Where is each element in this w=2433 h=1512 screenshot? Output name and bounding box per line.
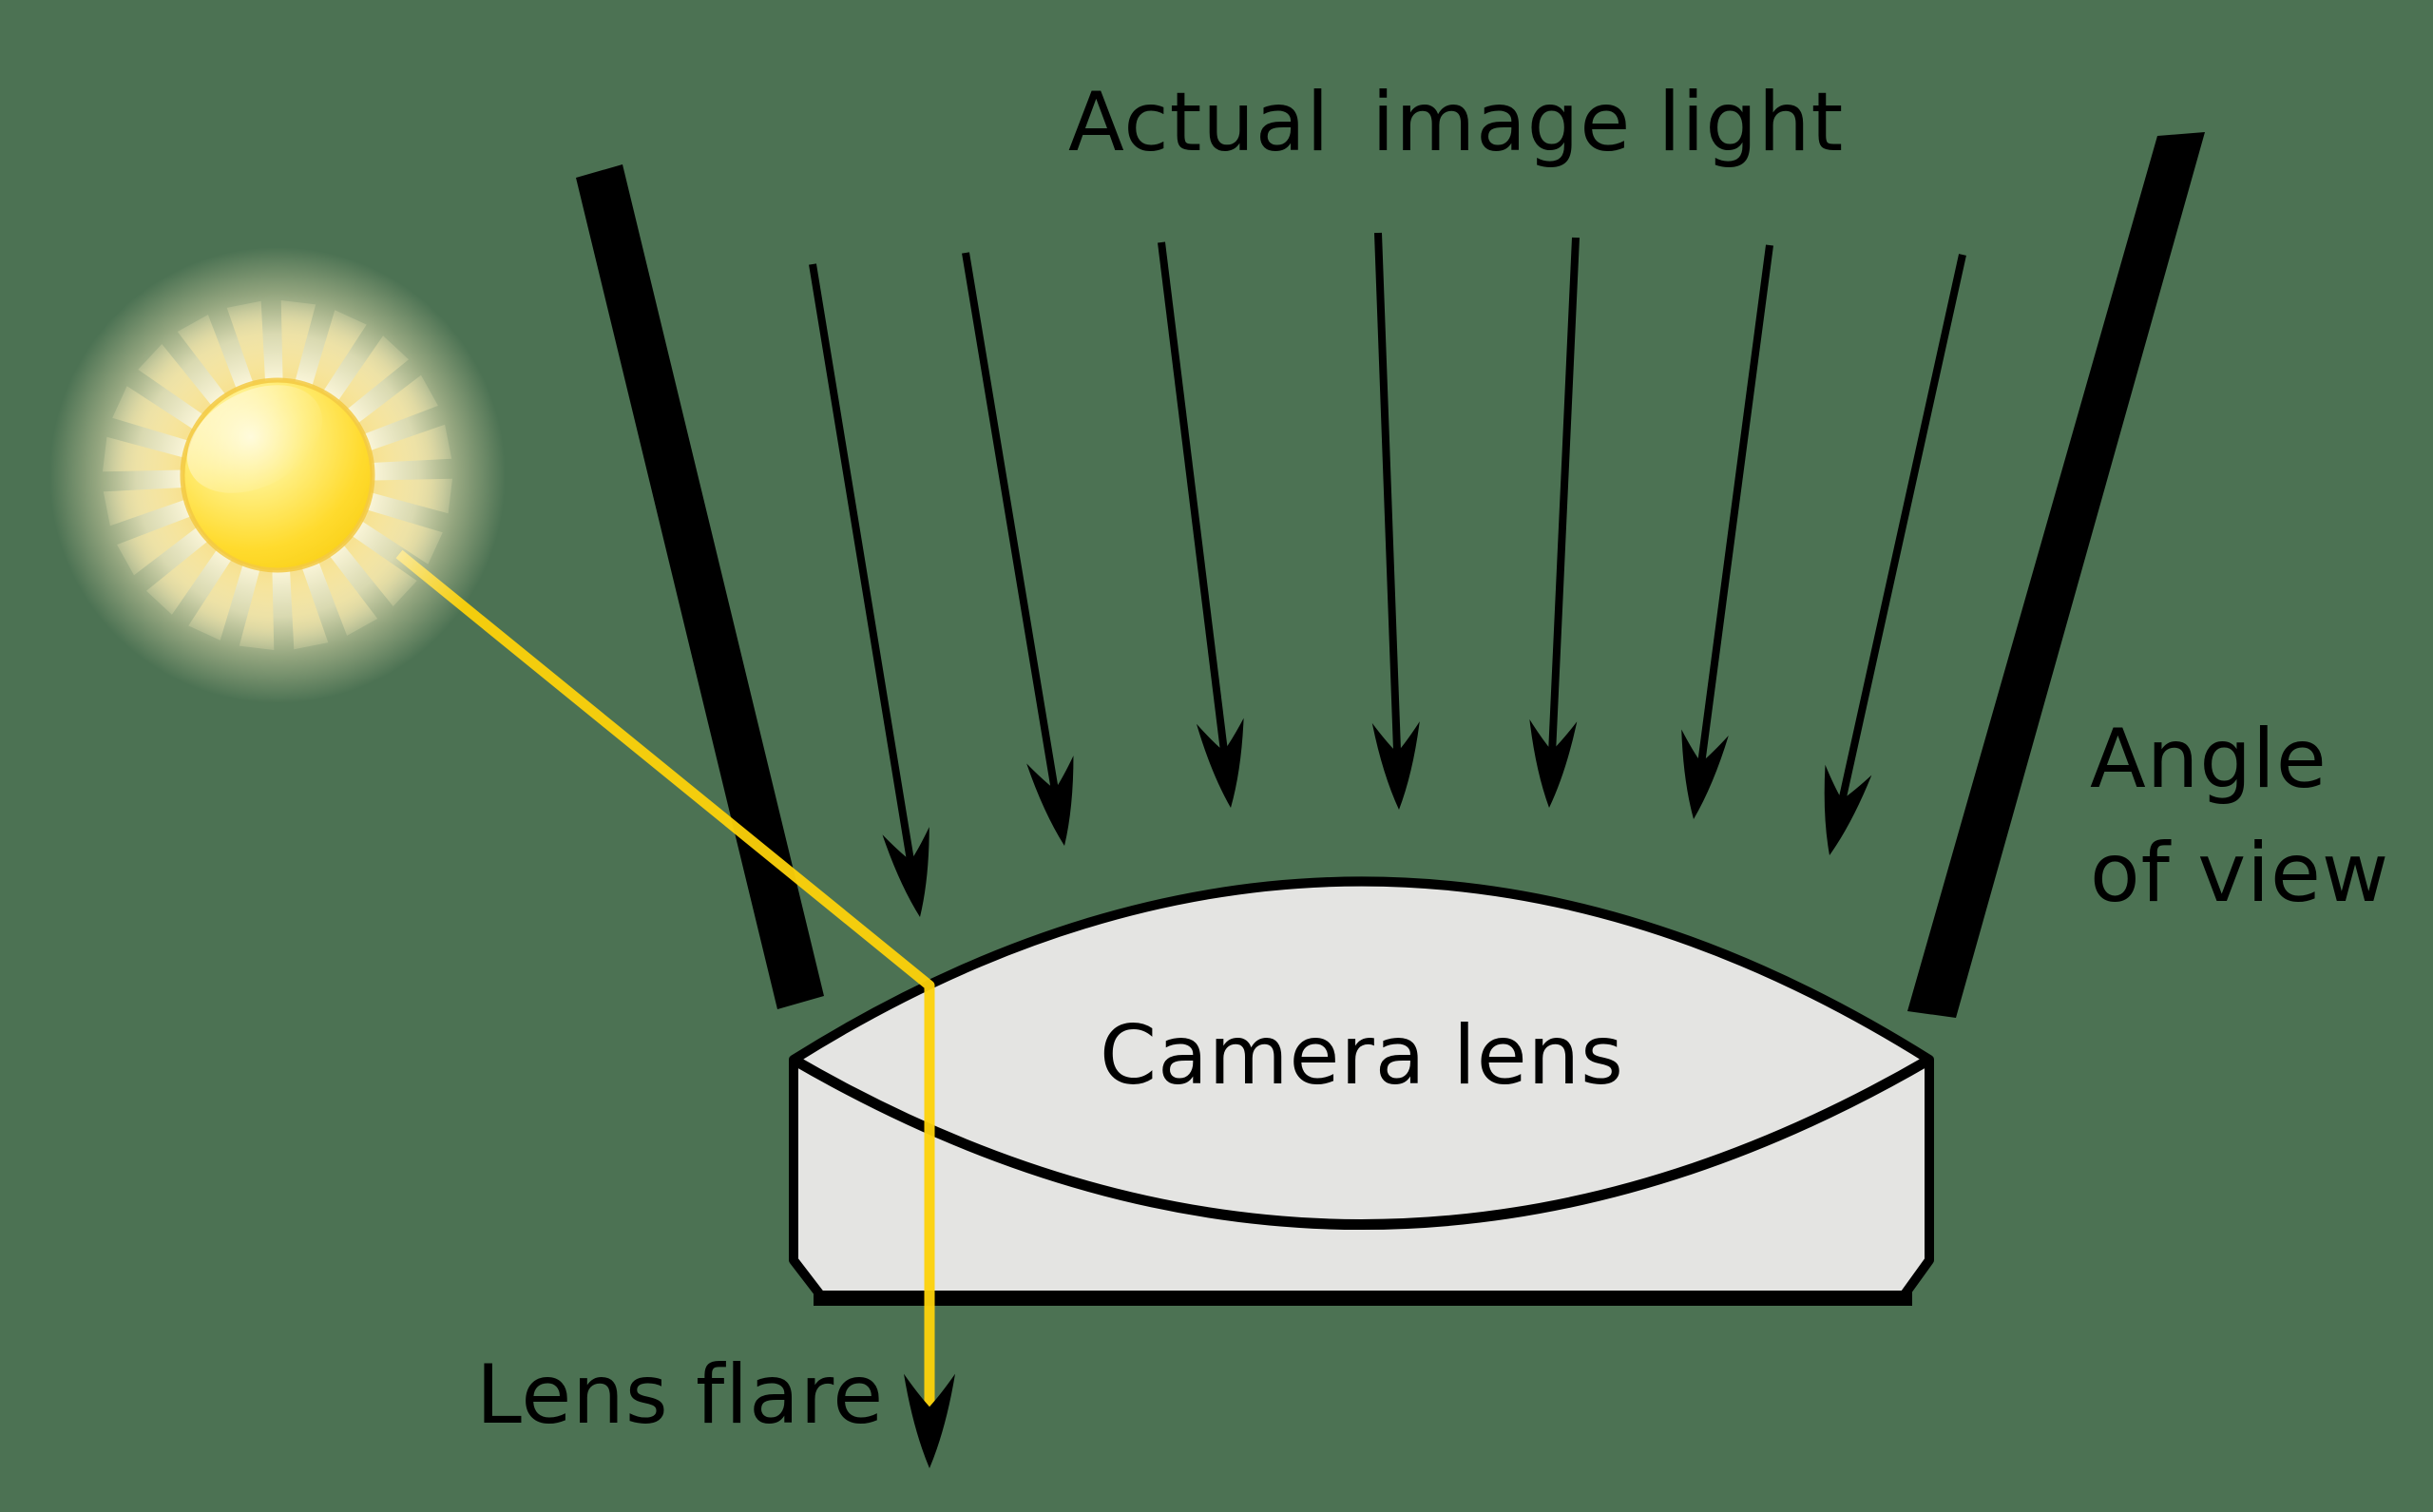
label-angle-of-view-line2: of view [2090,826,2389,921]
light-arrow [1525,237,1580,810]
angle-of-view-bar-left [576,164,824,1009]
label-angle-of-view-line1: Angle [2090,712,2328,807]
label-camera-lens: Camera lens [1100,1008,1624,1103]
sun-disc-highlight [186,385,323,493]
label-lens-flare: Lens flare [476,1348,884,1443]
light-arrow [1670,244,1773,823]
angle-of-view-bars [576,132,2205,1018]
camera-lens-shape [789,876,1934,1306]
image-light-arrows [809,232,1966,922]
label-actual-image-light: Actual image light [1068,75,1844,170]
lens-body [789,876,1934,1306]
light-arrow [1158,241,1255,812]
angle-of-view-bar-right [1907,132,2205,1018]
sun-rays [103,300,452,650]
flare-ray [395,549,935,1452]
lens-inner-curve [791,1055,1932,1230]
light-arrow [962,252,1088,851]
light-arrow [1371,232,1423,811]
sun-icon [49,247,506,703]
light-arrow [1806,254,1966,861]
light-arrow [809,263,944,922]
